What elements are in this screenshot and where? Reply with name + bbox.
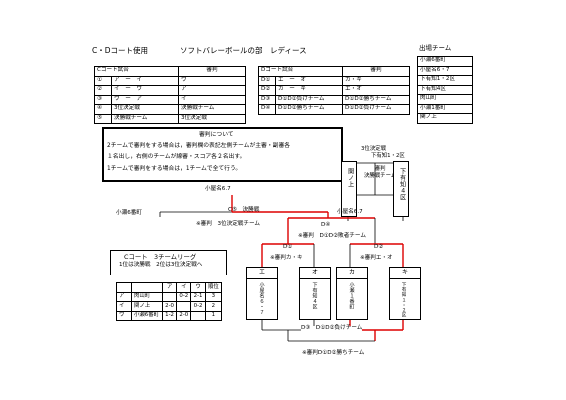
team-name-shimo-uchi-4: 下有知４区 xyxy=(398,168,406,201)
league-cell: 0-2 xyxy=(190,301,206,312)
d2-label: D② xyxy=(374,244,384,250)
team-name-o: 下有知４区 xyxy=(311,282,318,310)
league-cell: 小瀬6番町 xyxy=(131,310,163,321)
team-name-sekinoue: 関ノ上 xyxy=(346,168,354,188)
league-cell: 3 xyxy=(204,291,223,302)
d4-referee: ※審判 D①D②敗者チーム xyxy=(298,233,366,239)
d1-label: D① xyxy=(283,244,293,250)
team-letter-o: オ xyxy=(300,268,330,279)
league-cell: 2-0 xyxy=(176,310,192,321)
team-name-e: 小屋名６・７ xyxy=(258,282,265,315)
league-cell: 2-0 xyxy=(161,301,178,312)
league-cell xyxy=(161,291,178,302)
d-court-cell: D①D②負けチーム xyxy=(342,104,410,115)
team-letter-ka: カ xyxy=(337,268,367,279)
league-cell xyxy=(176,301,192,312)
team-box-e: エ 小屋名６・７ xyxy=(246,267,278,320)
referee-notice: 審判について 2チームで審判をする場合は，審判欄の表記左側チームが主審・副審各 … xyxy=(102,127,343,182)
league-row: アイウ順位 xyxy=(116,282,223,293)
notice-line3: 1チームで審判をする場合は，1チームで全て行う。 xyxy=(107,166,242,172)
d4-label: D④ xyxy=(321,222,331,228)
league-title: Cコート 3チームリーグ xyxy=(124,253,197,261)
team-box-ki: キ 下有知１・２区 xyxy=(389,267,421,320)
court-label: C・Dコート使用 xyxy=(92,46,149,55)
team-box-ka: カ 小瀬１番町 xyxy=(336,267,368,320)
league-cell: 関ノ上 xyxy=(131,301,163,312)
league-cell xyxy=(131,282,163,293)
notice-line2: １名出し，右側のチームが線審・スコア各２名出す。 xyxy=(107,154,246,160)
d1-referee: ※審判カ・キ xyxy=(270,255,303,261)
c-court-cell: 3位決定戦 xyxy=(178,113,246,124)
league-cell: 0-2 xyxy=(176,291,192,302)
league-frame xyxy=(110,250,227,275)
team-name-ka: 小瀬１番町 xyxy=(348,282,355,310)
top-right-team: 下有知1・2区 xyxy=(371,153,405,159)
teams-row: 関ノ上 xyxy=(417,113,473,124)
referee-final-team: 審判 決勝戦チーム xyxy=(364,166,397,179)
team-box-shimo-uchi-4: 下有知４区 xyxy=(393,161,409,217)
c5-label: C⑤ 決勝戦 xyxy=(228,207,260,213)
d3-label: D③ D①D②負けチーム xyxy=(301,325,363,332)
d2-referee: ※審判エ・オ xyxy=(360,255,393,261)
page-title: ソフトバレーボールの部 レディース xyxy=(180,46,307,55)
notice-line1: 2チームで審判をする場合は，審判欄の表記左側チームが主審・副審各 xyxy=(107,143,291,149)
c5-referee: ※審判 3位決定戦チーム xyxy=(196,221,261,227)
teams-panel-title: 出場チーム xyxy=(419,44,452,52)
league-cell: 1 xyxy=(204,310,223,321)
league-cell: ア xyxy=(161,282,178,293)
league-cell: ウ xyxy=(116,310,132,321)
team-letter-e: エ xyxy=(247,268,277,279)
league-cell: イ xyxy=(116,301,132,312)
league-cell xyxy=(116,282,132,293)
teams-cell: 関ノ上 xyxy=(417,113,473,124)
league-cell: 順位 xyxy=(204,282,223,293)
notice-title: 審判について xyxy=(199,132,234,138)
league-cell: 1-2 xyxy=(161,310,178,321)
league-cell: 2 xyxy=(204,301,223,312)
kose6-label: 小瀬6番町 xyxy=(116,210,142,216)
team-box-o: オ 下有知４区 xyxy=(299,267,331,320)
team-letter-ki: キ xyxy=(390,268,420,279)
league-cell: ア xyxy=(116,291,132,302)
d3-referee: ※審判D①D②勝ちチーム xyxy=(302,350,365,356)
league-subtitle: 1位は決勝戦 2位は3位決定戦へ xyxy=(119,262,203,268)
team-box-sekinoue: 関ノ上 xyxy=(341,161,357,217)
league-cell: 肉山町 xyxy=(131,291,163,302)
league-cell xyxy=(190,310,206,321)
league-cell: 2-1 xyxy=(190,291,206,302)
third-place-label: 3位決定戦 xyxy=(361,146,386,152)
team-name-ki: 下有知１・２区 xyxy=(401,282,407,318)
koyana-mid-label: 小屋名6.7 xyxy=(337,209,363,215)
koyana-top-label: 小屋名6.7 xyxy=(205,186,231,192)
league-cell: イ xyxy=(176,282,192,293)
league-cell: ウ xyxy=(190,282,206,293)
